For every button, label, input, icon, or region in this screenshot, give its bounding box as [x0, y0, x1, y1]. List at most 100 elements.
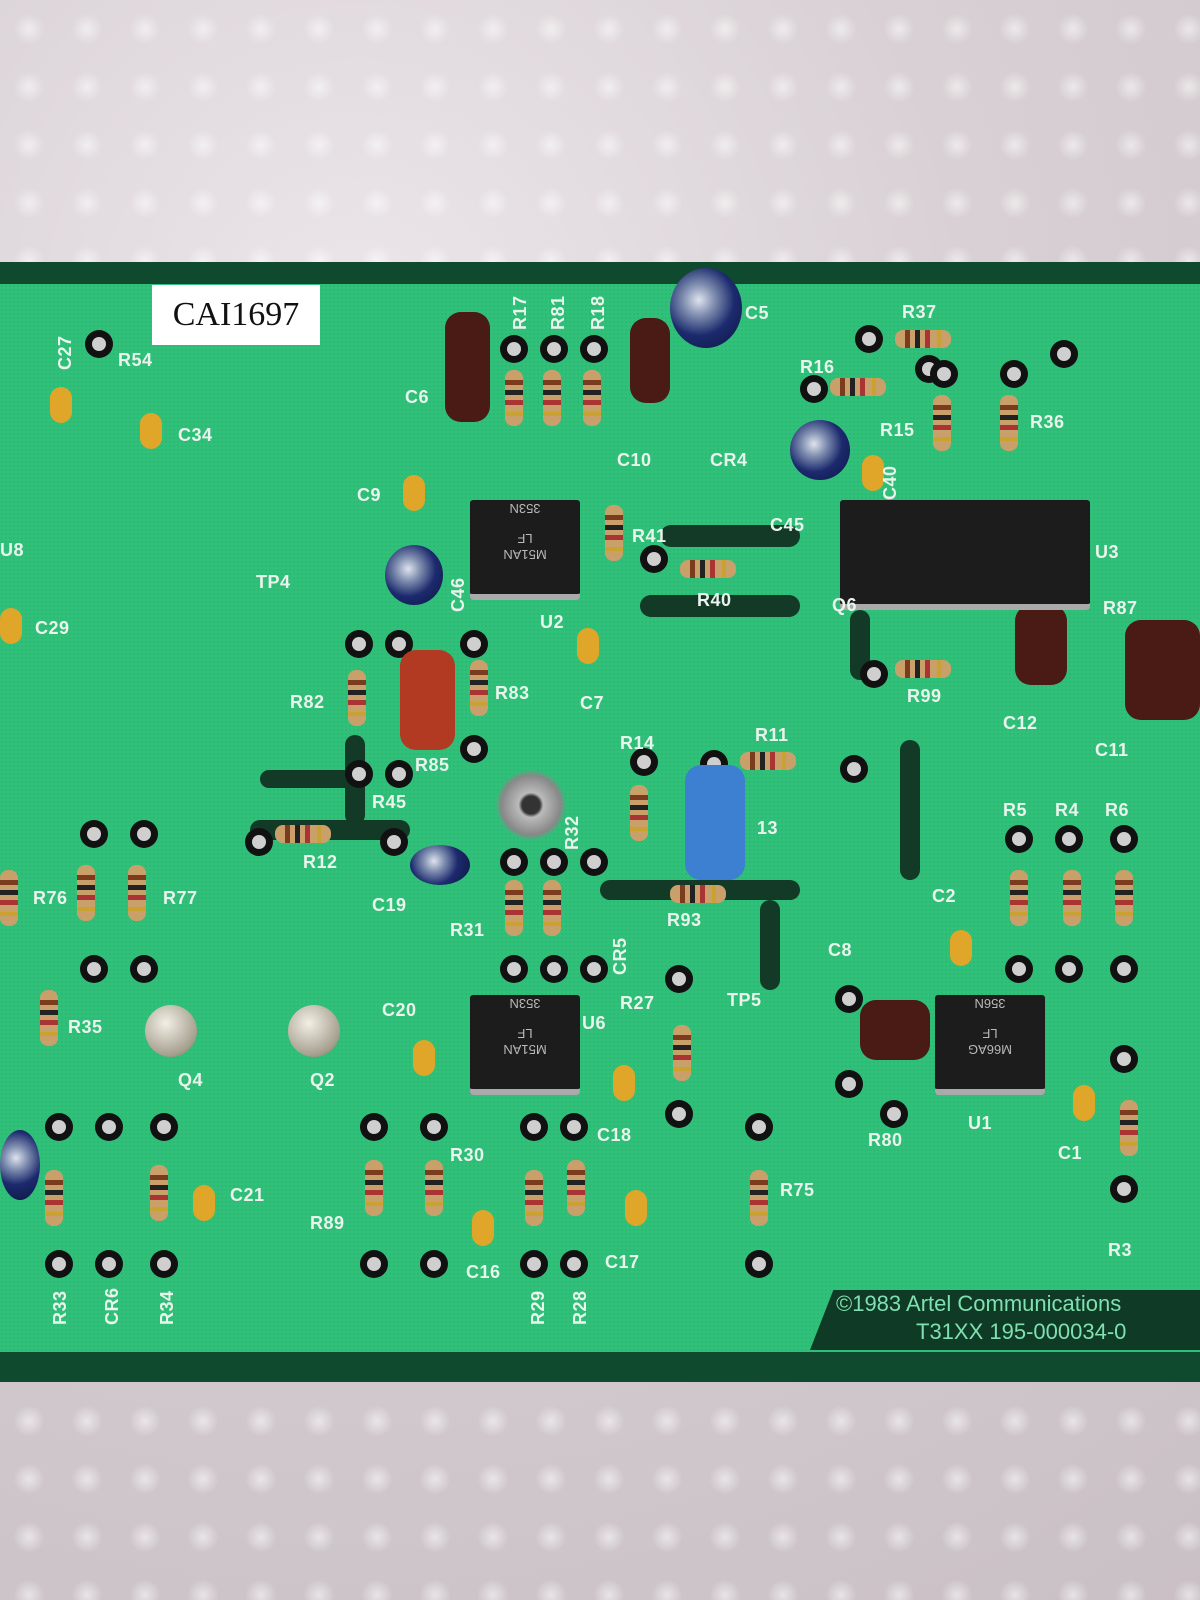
- transistor: [145, 1005, 197, 1057]
- copyright-text: ©1983 Artel Communications: [836, 1291, 1122, 1316]
- resistor: [128, 865, 146, 921]
- ceramic-capacitor: [862, 455, 884, 491]
- resistor: [583, 370, 601, 426]
- resistor: [45, 1170, 63, 1226]
- silkscreen-label: C7: [580, 693, 605, 713]
- solder-pad: [665, 1100, 693, 1128]
- electrolytic-capacitor: [670, 268, 742, 348]
- solder-pad: [460, 735, 488, 763]
- resistor: [1010, 870, 1028, 926]
- silkscreen-label: R16: [800, 357, 835, 377]
- silkscreen-label: R83: [495, 683, 530, 703]
- solder-pad: [540, 955, 568, 983]
- resistor: [525, 1170, 543, 1226]
- solder-pad: [835, 1070, 863, 1098]
- resistor: [348, 670, 366, 726]
- resistor: [567, 1160, 585, 1216]
- chip-text: 353N: [509, 501, 541, 516]
- silkscreen-label: R41: [632, 526, 667, 546]
- resistor: [1000, 395, 1018, 451]
- silkscreen-label: C29: [35, 618, 70, 638]
- silkscreen-label: U6: [582, 1013, 607, 1033]
- silkscreen-label: R87: [1103, 598, 1138, 618]
- resistor: [895, 330, 951, 348]
- silkscreen-label: C16: [466, 1262, 501, 1282]
- silkscreen-label: CR6: [102, 1287, 122, 1325]
- silkscreen-label: R31: [450, 920, 485, 940]
- solder-pad: [1005, 955, 1033, 983]
- silkscreen-label: C21: [230, 1185, 265, 1205]
- solder-pad: [345, 630, 373, 658]
- resistor: [630, 785, 648, 841]
- resistor: [605, 505, 623, 561]
- silkscreen-label: R85: [415, 755, 450, 775]
- solder-pad: [580, 848, 608, 876]
- circuit-board: [0, 262, 1200, 1382]
- copper-trace: [660, 525, 800, 547]
- chip-text: 353N: [509, 996, 541, 1011]
- silkscreen-label: CR4: [710, 450, 748, 470]
- film-capacitor: [400, 650, 455, 750]
- tantalum-capacitor: [1015, 605, 1067, 685]
- silkscreen-label: CR5: [610, 937, 630, 975]
- silkscreen-label: R27: [620, 993, 655, 1013]
- resistor: [275, 825, 331, 843]
- silkscreen-label: R40: [697, 590, 732, 610]
- silkscreen-label: R3: [1108, 1240, 1133, 1260]
- solder-pad: [380, 828, 408, 856]
- resistor: [933, 395, 951, 451]
- silkscreen-label: R29: [528, 1290, 548, 1325]
- silkscreen-label: R17: [510, 295, 530, 330]
- solder-pad: [1110, 1175, 1138, 1203]
- silkscreen-label: U2: [540, 612, 565, 632]
- silkscreen-label: C19: [372, 895, 407, 915]
- silkscreen-label: R34: [157, 1290, 177, 1325]
- ceramic-capacitor: [950, 930, 972, 966]
- resistor: [0, 870, 18, 926]
- chip-text: M66AG: [967, 1042, 1013, 1057]
- chip-u2: 353N LF M51AN: [470, 500, 580, 600]
- solder-pad: [630, 748, 658, 776]
- solder-pad: [45, 1113, 73, 1141]
- silkscreen-label: R45: [372, 792, 407, 812]
- copper-trace: [900, 740, 920, 880]
- solder-pad: [85, 330, 113, 358]
- solder-pad: [80, 820, 108, 848]
- silkscreen-label: C12: [1003, 713, 1038, 733]
- silkscreen-label: R28: [570, 1290, 590, 1325]
- solder-pad: [500, 955, 528, 983]
- silkscreen-label: C45: [770, 515, 805, 535]
- chip-u6: 353N LF M51AN: [470, 995, 580, 1095]
- silkscreen-label: TP4: [256, 572, 291, 592]
- resistor: [40, 990, 58, 1046]
- silkscreen-label: U3: [1095, 542, 1120, 562]
- resistor: [740, 752, 796, 770]
- ceramic-capacitor: [50, 387, 72, 423]
- silkscreen-label: R54: [118, 350, 153, 370]
- resistor: [673, 1025, 691, 1081]
- silkscreen-label: R5: [1003, 800, 1028, 820]
- solder-pad: [860, 660, 888, 688]
- solder-pad: [855, 325, 883, 353]
- silkscreen-label: R36: [1030, 412, 1065, 432]
- solder-pad: [95, 1113, 123, 1141]
- resistor: [670, 885, 726, 903]
- solder-pad: [500, 848, 528, 876]
- silkscreen-label: U1: [968, 1113, 993, 1133]
- silkscreen-label: C11: [1095, 740, 1129, 760]
- solder-pad: [1110, 955, 1138, 983]
- silkscreen-label: R81: [548, 295, 568, 330]
- silkscreen-label: C17: [605, 1252, 640, 1272]
- board-surface: [0, 284, 1200, 1352]
- electrolytic-capacitor: [0, 1130, 40, 1200]
- solder-pad: [835, 985, 863, 1013]
- solder-pad: [420, 1250, 448, 1278]
- ceramic-capacitor: [472, 1210, 494, 1246]
- chip-text: 356N: [974, 996, 1006, 1011]
- copper-trace: [260, 770, 360, 788]
- silkscreen-label: 13: [757, 818, 779, 838]
- ceramic-capacitor: [1073, 1085, 1095, 1121]
- silkscreen-label: C18: [597, 1125, 632, 1145]
- solder-pad: [360, 1113, 388, 1141]
- trimmer-potentiometer: [685, 765, 745, 880]
